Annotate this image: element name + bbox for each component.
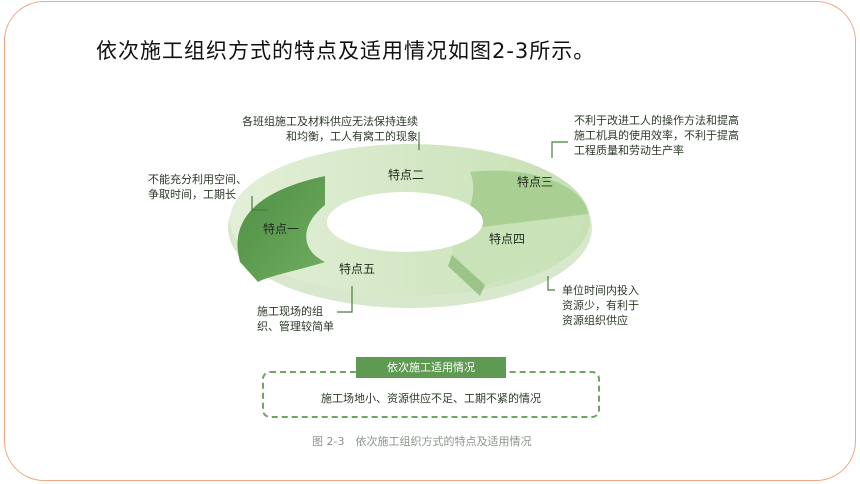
segment-label-1: 特点一 <box>263 222 300 236</box>
callout-4: 单位时间内投入 资源少，有利于 资源组织供应 <box>562 284 639 327</box>
ring-hole <box>327 192 483 252</box>
callout-5: 施工现场的组 织、管理较简单 <box>257 305 334 333</box>
applicable-title: 依次施工适用情况 <box>356 357 506 378</box>
segment-label-3: 特点三 <box>517 175 554 189</box>
segment-label-2: 特点二 <box>388 168 425 182</box>
applicable-box: 施工场地小、资源供应不足、工期不紧的情况 <box>262 371 600 418</box>
leader-c4 <box>547 276 555 291</box>
segment-label-4: 特点四 <box>489 232 526 246</box>
segment-three <box>458 170 588 230</box>
leader-c3 <box>551 141 568 158</box>
leader-c1 <box>251 196 268 211</box>
segment-four <box>452 214 585 285</box>
segment-four-side <box>448 255 485 296</box>
leader-c5 <box>337 286 353 313</box>
figure-caption: 图 2-3 依次施工组织方式的特点及适用情况 <box>312 435 532 448</box>
segment-label-5: 特点五 <box>339 262 376 276</box>
applicable-text: 施工场地小、资源供应不足、工期不紧的情况 <box>321 392 541 405</box>
page-title: 依次施工组织方式的特点及适用情况如图2-3所示。 <box>96 39 596 63</box>
callout-3: 不利于改进工人的操作方法和提高 施工机具的使用效率，不利于提高 工程质量和劳动生… <box>574 114 739 157</box>
segment-one <box>237 176 325 282</box>
callout-2: 各班组施工及材料供应无法保持连续 和均衡，工人有窝工的现象 <box>242 115 418 143</box>
callout-1: 不能充分利用空间、 争取时间，工期长 <box>148 173 247 201</box>
